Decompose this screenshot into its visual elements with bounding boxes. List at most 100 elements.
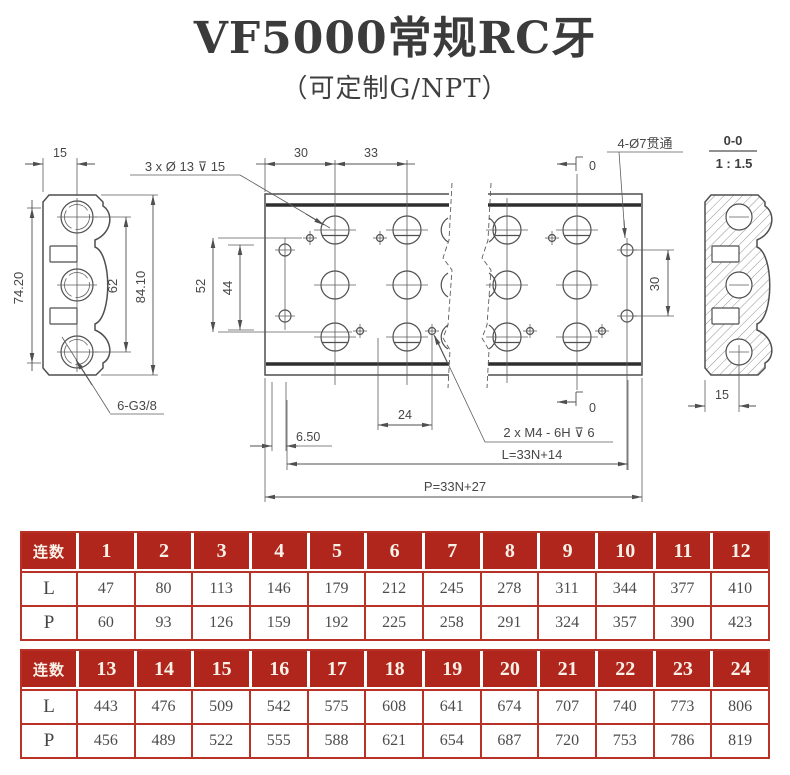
column-header: 2 <box>133 533 192 571</box>
dim-side-8410: 84.10 <box>133 271 148 304</box>
value-cell: 806 <box>710 689 768 723</box>
value-cell: 390 <box>652 605 711 639</box>
dim-650: 6.50 <box>296 430 320 444</box>
plan-view: 30 33 3 x Ø 13 ⊽ 15 4-Ø7贯通 52 44 <box>130 136 683 502</box>
column-header: 19 <box>421 651 480 689</box>
value-cell: 687 <box>479 723 538 757</box>
column-header: 18 <box>364 651 422 689</box>
dim-30-right: 30 <box>647 277 662 291</box>
dim-52: 52 <box>193 279 208 293</box>
value-cell: 258 <box>421 605 480 639</box>
value-cell: 786 <box>652 723 711 757</box>
dim-L: L=33N+14 <box>502 447 563 462</box>
value-cell: 113 <box>191 571 249 605</box>
value-cell: 456 <box>76 723 134 757</box>
technical-drawing: 15 74.20 62 84.10 6-G3/8 <box>11 133 773 502</box>
value-cell: 344 <box>594 571 653 605</box>
value-cell: 60 <box>76 605 134 639</box>
column-header: 1 <box>76 533 134 571</box>
column-header: 12 <box>710 533 768 571</box>
svg-text:0: 0 <box>589 159 596 173</box>
dim-P: P=33N+27 <box>424 479 486 494</box>
value-cell: 159 <box>248 605 307 639</box>
section-scale: 1 : 1.5 <box>716 156 753 171</box>
column-header: 8 <box>479 533 538 571</box>
through-holes <box>275 243 637 323</box>
column-header: 6 <box>364 533 422 571</box>
dim-30: 30 <box>294 146 308 160</box>
value-cell: 291 <box>479 605 538 639</box>
value-cell: 707 <box>537 689 595 723</box>
value-cell: 555 <box>248 723 307 757</box>
column-header: 24 <box>710 651 768 689</box>
side-view: 15 74.20 62 84.10 6-G3/8 <box>11 146 164 415</box>
section-view: 0-0 1 : 1.5 15 <box>688 133 773 412</box>
value-cell: 489 <box>133 723 192 757</box>
value-cell: 608 <box>364 689 422 723</box>
section-mark-bottom: 0 <box>557 391 596 415</box>
column-header: 3 <box>191 533 249 571</box>
value-cell: 443 <box>76 689 134 723</box>
dim-section-15: 15 <box>715 388 729 402</box>
value-cell: 225 <box>364 605 422 639</box>
station-holes <box>314 215 598 352</box>
column-header: 23 <box>652 651 711 689</box>
m4-holes <box>303 231 609 338</box>
column-header: 13 <box>76 651 134 689</box>
value-cell: 720 <box>537 723 595 757</box>
value-cell: 654 <box>421 723 480 757</box>
column-header: 16 <box>248 651 307 689</box>
dim-side-width: 15 <box>53 146 67 160</box>
value-cell: 641 <box>421 689 480 723</box>
value-cell: 588 <box>306 723 365 757</box>
value-cell: 753 <box>594 723 653 757</box>
value-cell: 80 <box>133 571 192 605</box>
value-cell: 377 <box>652 571 711 605</box>
column-header: 5 <box>306 533 365 571</box>
value-cell: 126 <box>191 605 249 639</box>
label-m4: 2 x M4 - 6H ⊽ 6 <box>503 425 594 440</box>
value-cell: 410 <box>710 571 768 605</box>
value-cell: 93 <box>133 605 192 639</box>
value-cell: 773 <box>652 689 711 723</box>
value-cell: 311 <box>537 571 595 605</box>
column-header: 9 <box>537 533 595 571</box>
value-cell: 357 <box>594 605 653 639</box>
column-header: 14 <box>133 651 192 689</box>
value-cell: 192 <box>306 605 365 639</box>
page-subtitle: （可定制G/NPT） <box>281 74 509 104</box>
column-header: 4 <box>248 533 307 571</box>
value-cell: 179 <box>306 571 365 605</box>
value-cell: 324 <box>537 605 595 639</box>
svg-text:0: 0 <box>589 401 596 415</box>
label-counterbore: 3 x Ø 13 ⊽ 15 <box>145 159 225 174</box>
dim-side-62: 62 <box>105 279 120 293</box>
column-header: 20 <box>479 651 538 689</box>
column-header: 21 <box>537 651 595 689</box>
column-header: 15 <box>191 651 249 689</box>
label-ports-g38: 6-G3/8 <box>117 398 157 413</box>
value-cell: 740 <box>594 689 653 723</box>
column-header: 10 <box>594 533 653 571</box>
value-cell: 542 <box>248 689 307 723</box>
value-cell: 245 <box>421 571 480 605</box>
row-label: P <box>22 723 76 757</box>
value-cell: 621 <box>364 723 422 757</box>
value-cell: 423 <box>710 605 768 639</box>
dim-44: 44 <box>220 281 235 295</box>
value-cell: 509 <box>191 689 249 723</box>
corner-header: 连数 <box>22 533 76 571</box>
dim-side-7420: 74.20 <box>11 272 26 305</box>
value-cell: 575 <box>306 689 365 723</box>
value-cell: 674 <box>479 689 538 723</box>
column-header: 17 <box>306 651 365 689</box>
value-cell: 146 <box>248 571 307 605</box>
value-cell: 819 <box>710 723 768 757</box>
dim-24: 24 <box>398 408 412 422</box>
